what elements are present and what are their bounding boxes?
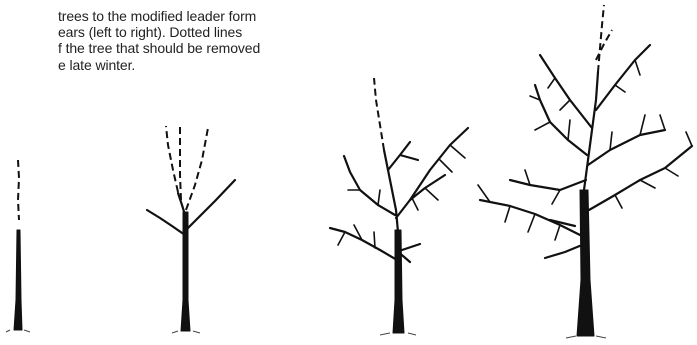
tree-2-removed-left bbox=[166, 126, 178, 192]
tree-1-trunk bbox=[14, 230, 22, 330]
tree-4-branch-right-mid bbox=[588, 130, 665, 165]
tree-4-branch-right-upper bbox=[596, 45, 650, 110]
tree-4-branch-right-low bbox=[589, 146, 692, 210]
tree-year-4 bbox=[478, 5, 692, 338]
tree-4-twigs-low-left bbox=[478, 185, 560, 240]
tree-4-removed-leader bbox=[598, 5, 604, 72]
tree-3-twig-4 bbox=[440, 145, 465, 172]
tree-4-removed-side bbox=[596, 30, 612, 60]
tree-4-twigs-right-upper bbox=[615, 60, 640, 92]
tree-4-twigs-left-upper bbox=[530, 96, 570, 140]
tree-4-branch-left-upper bbox=[535, 85, 587, 155]
tree-year-3 bbox=[330, 78, 468, 335]
tree-3-branch-high-right bbox=[388, 142, 418, 170]
tree-2-removed-center bbox=[180, 126, 181, 200]
tree-year-2 bbox=[147, 126, 235, 333]
tree-4-trunk bbox=[577, 190, 594, 336]
tree-3-removed-leader bbox=[374, 78, 384, 150]
tree-2-removed-right bbox=[186, 128, 208, 210]
tree-2-branch-left bbox=[147, 210, 185, 235]
tree-3-branch-far-right bbox=[410, 128, 468, 200]
tree-3-trunk bbox=[393, 230, 404, 333]
tree-3-branch-low-left bbox=[330, 228, 397, 260]
tree-3-branch-mid-right bbox=[396, 175, 445, 218]
tree-4-twigs-right-low bbox=[615, 132, 692, 208]
tree-3-leader bbox=[384, 150, 398, 232]
tree-year-1 bbox=[6, 160, 30, 332]
tree-4-branch-low-left bbox=[480, 200, 582, 236]
tree-4-branch-left-mid bbox=[510, 180, 586, 190]
tree-1-removed-leader bbox=[18, 160, 19, 220]
tree-4-leader bbox=[584, 72, 598, 190]
